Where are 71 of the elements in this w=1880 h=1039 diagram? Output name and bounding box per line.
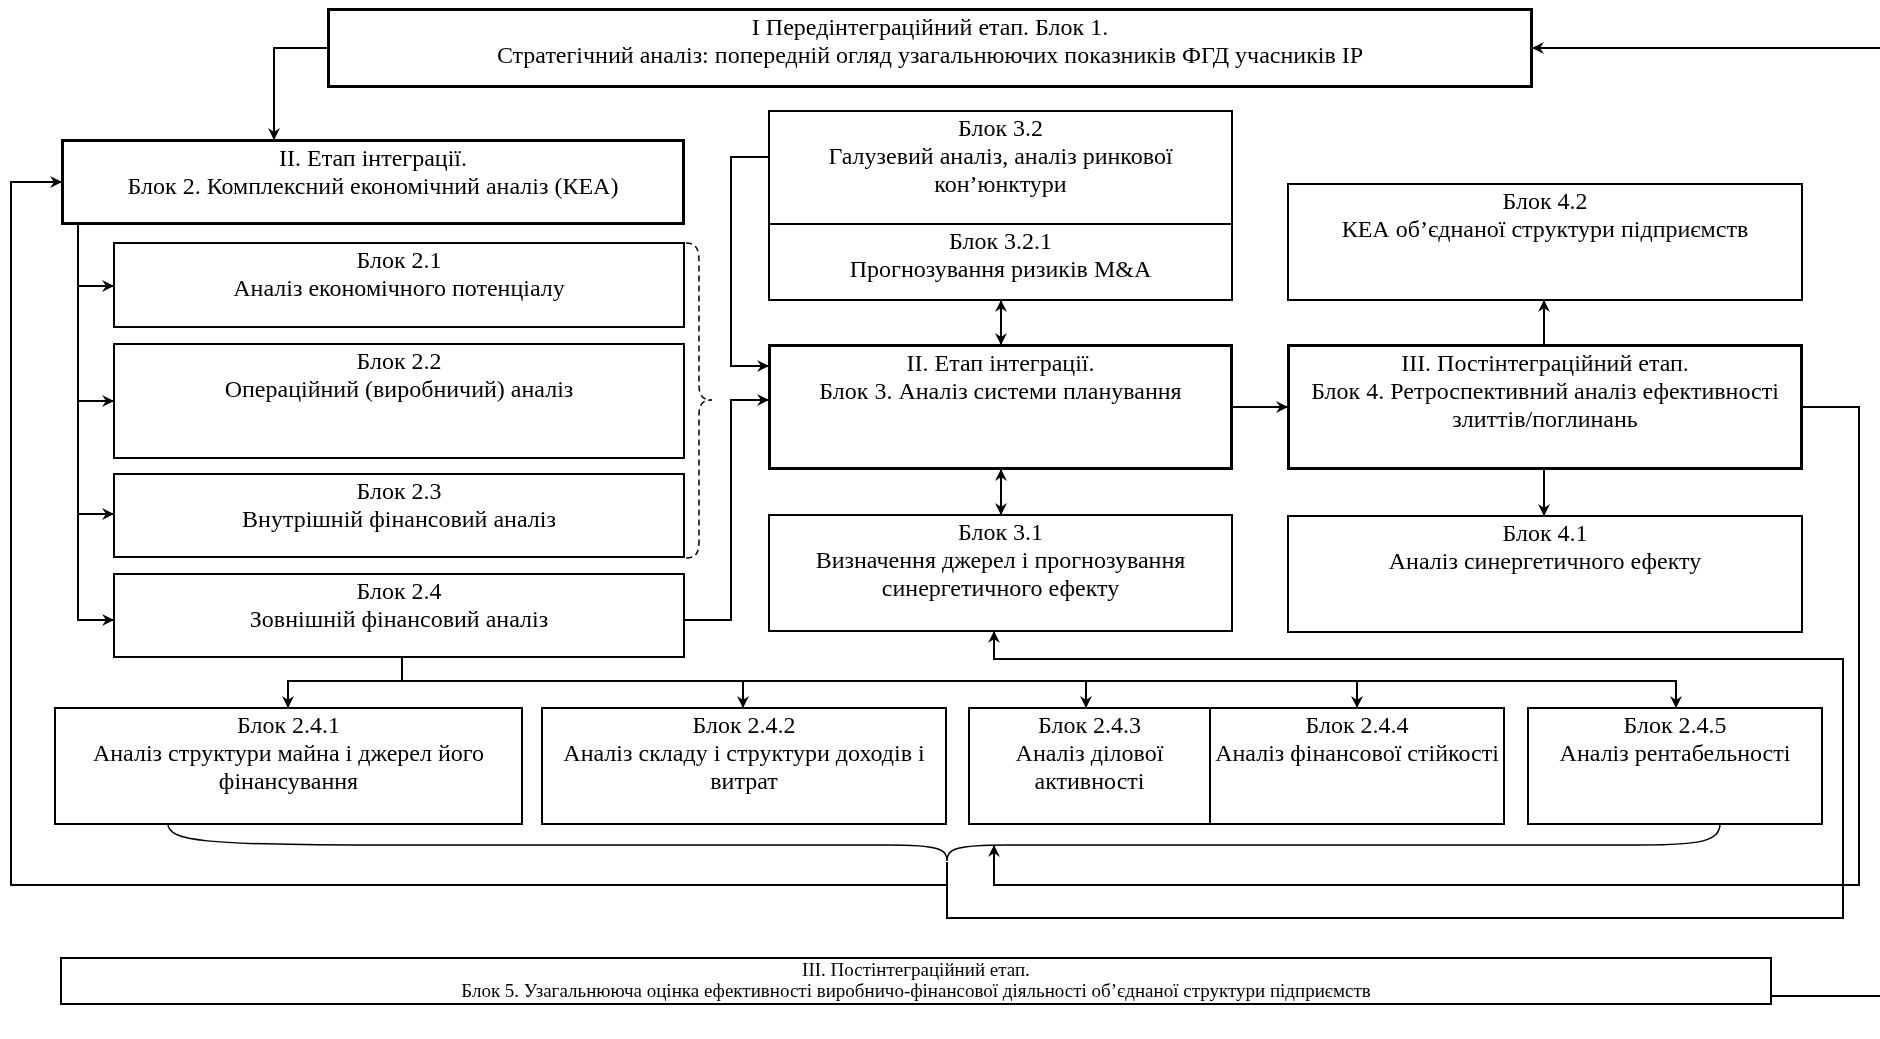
block-title: Блок 3.1 xyxy=(956,518,1045,547)
block-title: III. Постінтеграційний етап. xyxy=(801,960,1031,981)
block-title: II. Етап інтеграції. xyxy=(278,144,468,173)
block-title: Блок 3.2 xyxy=(956,114,1045,143)
block-text: Операційний (виробничий) аналіз xyxy=(223,375,575,404)
process-box xyxy=(1527,707,1823,825)
block-title: III. Постінтеграційний етап. xyxy=(1400,349,1690,378)
block-text: КЕА об’єднаної структури підприємств xyxy=(1340,215,1750,244)
block-text: Аналіз структури майна і джерел його фінансування xyxy=(91,739,486,796)
block-text: Аналіз синергетичного ефекту xyxy=(1387,547,1703,576)
block-title: Блок 4.1 xyxy=(1501,519,1589,548)
connector-line xyxy=(1771,995,1880,997)
process-box xyxy=(1287,515,1803,633)
process-box xyxy=(768,110,1233,225)
arrow xyxy=(268,47,328,140)
process-box xyxy=(768,514,1233,632)
process-box xyxy=(113,473,685,558)
arrow xyxy=(730,156,769,372)
block-title: Блок 4.2 xyxy=(1501,187,1589,216)
arrow xyxy=(10,176,948,886)
process-box xyxy=(113,573,685,658)
block-text: Блок 5. Узагальнююча оцінка ефективності виробничо-фінансової діяльності об’єднаної структури підприємств xyxy=(460,980,1372,1002)
arrow xyxy=(988,406,1860,886)
arrow xyxy=(995,300,1007,345)
process-box xyxy=(113,343,685,459)
block-text: Аналіз фінансової стійкості xyxy=(1214,739,1500,768)
process-box xyxy=(60,957,1772,1005)
block-text: Стратегічний аналіз: попередній огляд узагальнюючих показників ФГД учасників ІР xyxy=(495,41,1365,70)
block-text: Внутрішній фінансовий аналіз xyxy=(241,505,557,534)
arrow xyxy=(995,469,1007,515)
arrow xyxy=(946,631,1844,919)
process-box xyxy=(327,8,1533,88)
process-box xyxy=(541,707,947,825)
block-text: Зовнішній фінансовий аналіз xyxy=(248,605,550,634)
process-box xyxy=(1287,344,1803,470)
process-box xyxy=(113,242,685,328)
process-box xyxy=(1287,183,1803,301)
block-text: Блок 4. Ретроспективний аналіз ефективності злиттів/поглинань xyxy=(1310,377,1780,434)
block-title: Блок 2.4.4 xyxy=(1304,711,1410,740)
arrow xyxy=(684,394,769,621)
block-title: Блок 2.4 xyxy=(355,577,443,606)
block-title: Блок 2.4.2 xyxy=(691,711,797,740)
block-title: I Передінтеграційний етап. Блок 1. xyxy=(750,13,1110,42)
block-title: Блок 2.4.1 xyxy=(235,711,342,740)
block-text: Аналіз рентабельності xyxy=(1558,739,1792,768)
arrow xyxy=(1538,469,1550,516)
block-text: Блок 3. Аналіз системи планування xyxy=(818,377,1183,406)
block-text: Блок 2. Комплексний економічний аналіз (КЕА) xyxy=(126,172,620,201)
arrow xyxy=(1538,300,1550,345)
process-box xyxy=(54,707,523,825)
block-title: Блок 2.2 xyxy=(355,347,443,376)
block-title: II. Етап інтеграції. xyxy=(905,349,1096,378)
process-box xyxy=(1209,707,1505,825)
process-box xyxy=(968,707,1211,825)
process-box xyxy=(768,344,1233,470)
block-text: Аналіз ділової активності xyxy=(1014,739,1165,796)
process-box xyxy=(768,223,1233,301)
block-text: Прогнозування ризиків M&A xyxy=(848,255,1153,284)
block-text: Визначення джерел і прогнозування синергетичного ефекту xyxy=(814,546,1187,603)
process-box xyxy=(61,139,685,225)
block-title: Блок 2.1 xyxy=(355,246,443,275)
arrow xyxy=(1532,42,1880,54)
curly-brace xyxy=(167,823,1721,863)
block-text: Аналіз складу і структури доходів і витрат xyxy=(562,739,926,796)
block-title: Блок 2.4.3 xyxy=(1036,711,1143,740)
block-title: Блок 2.3 xyxy=(355,477,443,506)
block-text: Галузевий аналіз, аналіз ринкової кон’юнктури xyxy=(827,142,1174,199)
arrow xyxy=(1232,401,1288,413)
block-title: Блок 3.2.1 xyxy=(947,227,1054,256)
block-text: Аналіз економічного потенціалу xyxy=(232,274,566,303)
block-title: Блок 2.4.5 xyxy=(1622,711,1728,740)
